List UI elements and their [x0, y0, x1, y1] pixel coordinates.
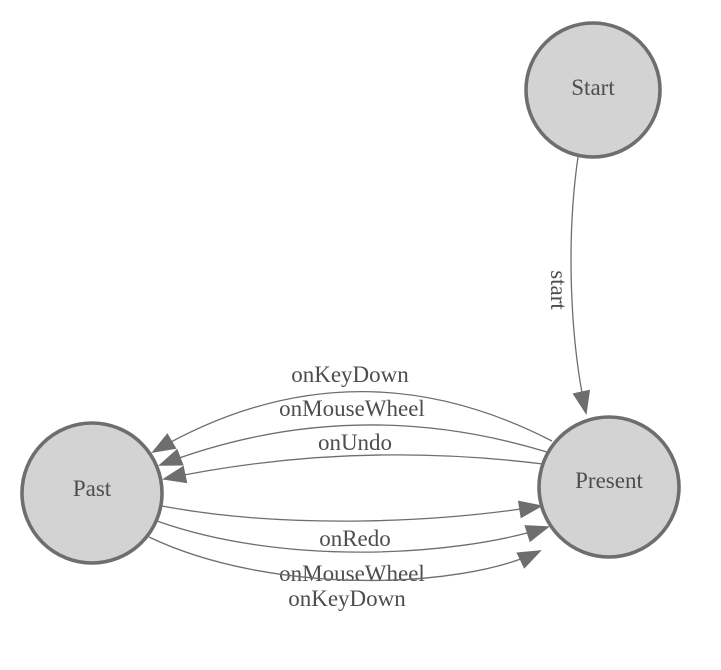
state-node-present[interactable]: Present: [537, 415, 681, 559]
state-node-start-label: Start: [571, 75, 615, 100]
state-node-start[interactable]: Start: [524, 21, 662, 159]
edge-path-past-to-present-redo[interactable]: [161, 500, 543, 522]
edge-label-onkeydown-bottom: onKeyDown: [288, 586, 406, 611]
edge-path-present-to-past-undo[interactable]: [162, 454, 544, 484]
edge-label-onmousewheel-bottom: onMouseWheel: [279, 561, 425, 586]
edge-label-onmousewheel-top: onMouseWheel: [279, 396, 425, 421]
state-node-past-label: Past: [73, 476, 112, 501]
edge-path-past-to-present-mousewheel[interactable]: [156, 520, 550, 553]
edge-start-to-present[interactable]: start: [546, 156, 591, 415]
edge-path-present-to-past-mousewheel[interactable]: [158, 424, 548, 466]
state-node-present-circle[interactable]: [537, 415, 681, 559]
edge-present-to-past-mousewheel[interactable]: onMouseWheel: [158, 396, 548, 466]
edge-past-to-present-mousewheel[interactable]: onMouseWheel: [156, 520, 550, 586]
state-node-past-circle[interactable]: [20, 421, 164, 565]
edge-label-onkeydown-top: onKeyDown: [291, 362, 409, 387]
edge-path-past-to-present-keydown[interactable]: [148, 536, 542, 582]
state-node-start-circle[interactable]: [524, 21, 662, 159]
edge-label-onundo: onUndo: [318, 430, 392, 455]
edge-label-onredo: onRedo: [319, 526, 391, 551]
edge-path-present-to-past-keydown[interactable]: [151, 390, 553, 454]
edge-label-start: start: [546, 270, 571, 310]
edge-path-start-to-present[interactable]: [570, 156, 591, 415]
state-node-present-label: Present: [575, 468, 643, 493]
state-node-past[interactable]: Past: [20, 421, 164, 565]
edge-present-to-past-keydown[interactable]: onKeyDown: [151, 362, 553, 454]
edge-present-to-past-undo[interactable]: onUndo: [162, 430, 544, 484]
edge-past-to-present-redo[interactable]: onRedo: [161, 500, 543, 551]
edge-past-to-present-keydown[interactable]: onKeyDown: [148, 536, 542, 611]
